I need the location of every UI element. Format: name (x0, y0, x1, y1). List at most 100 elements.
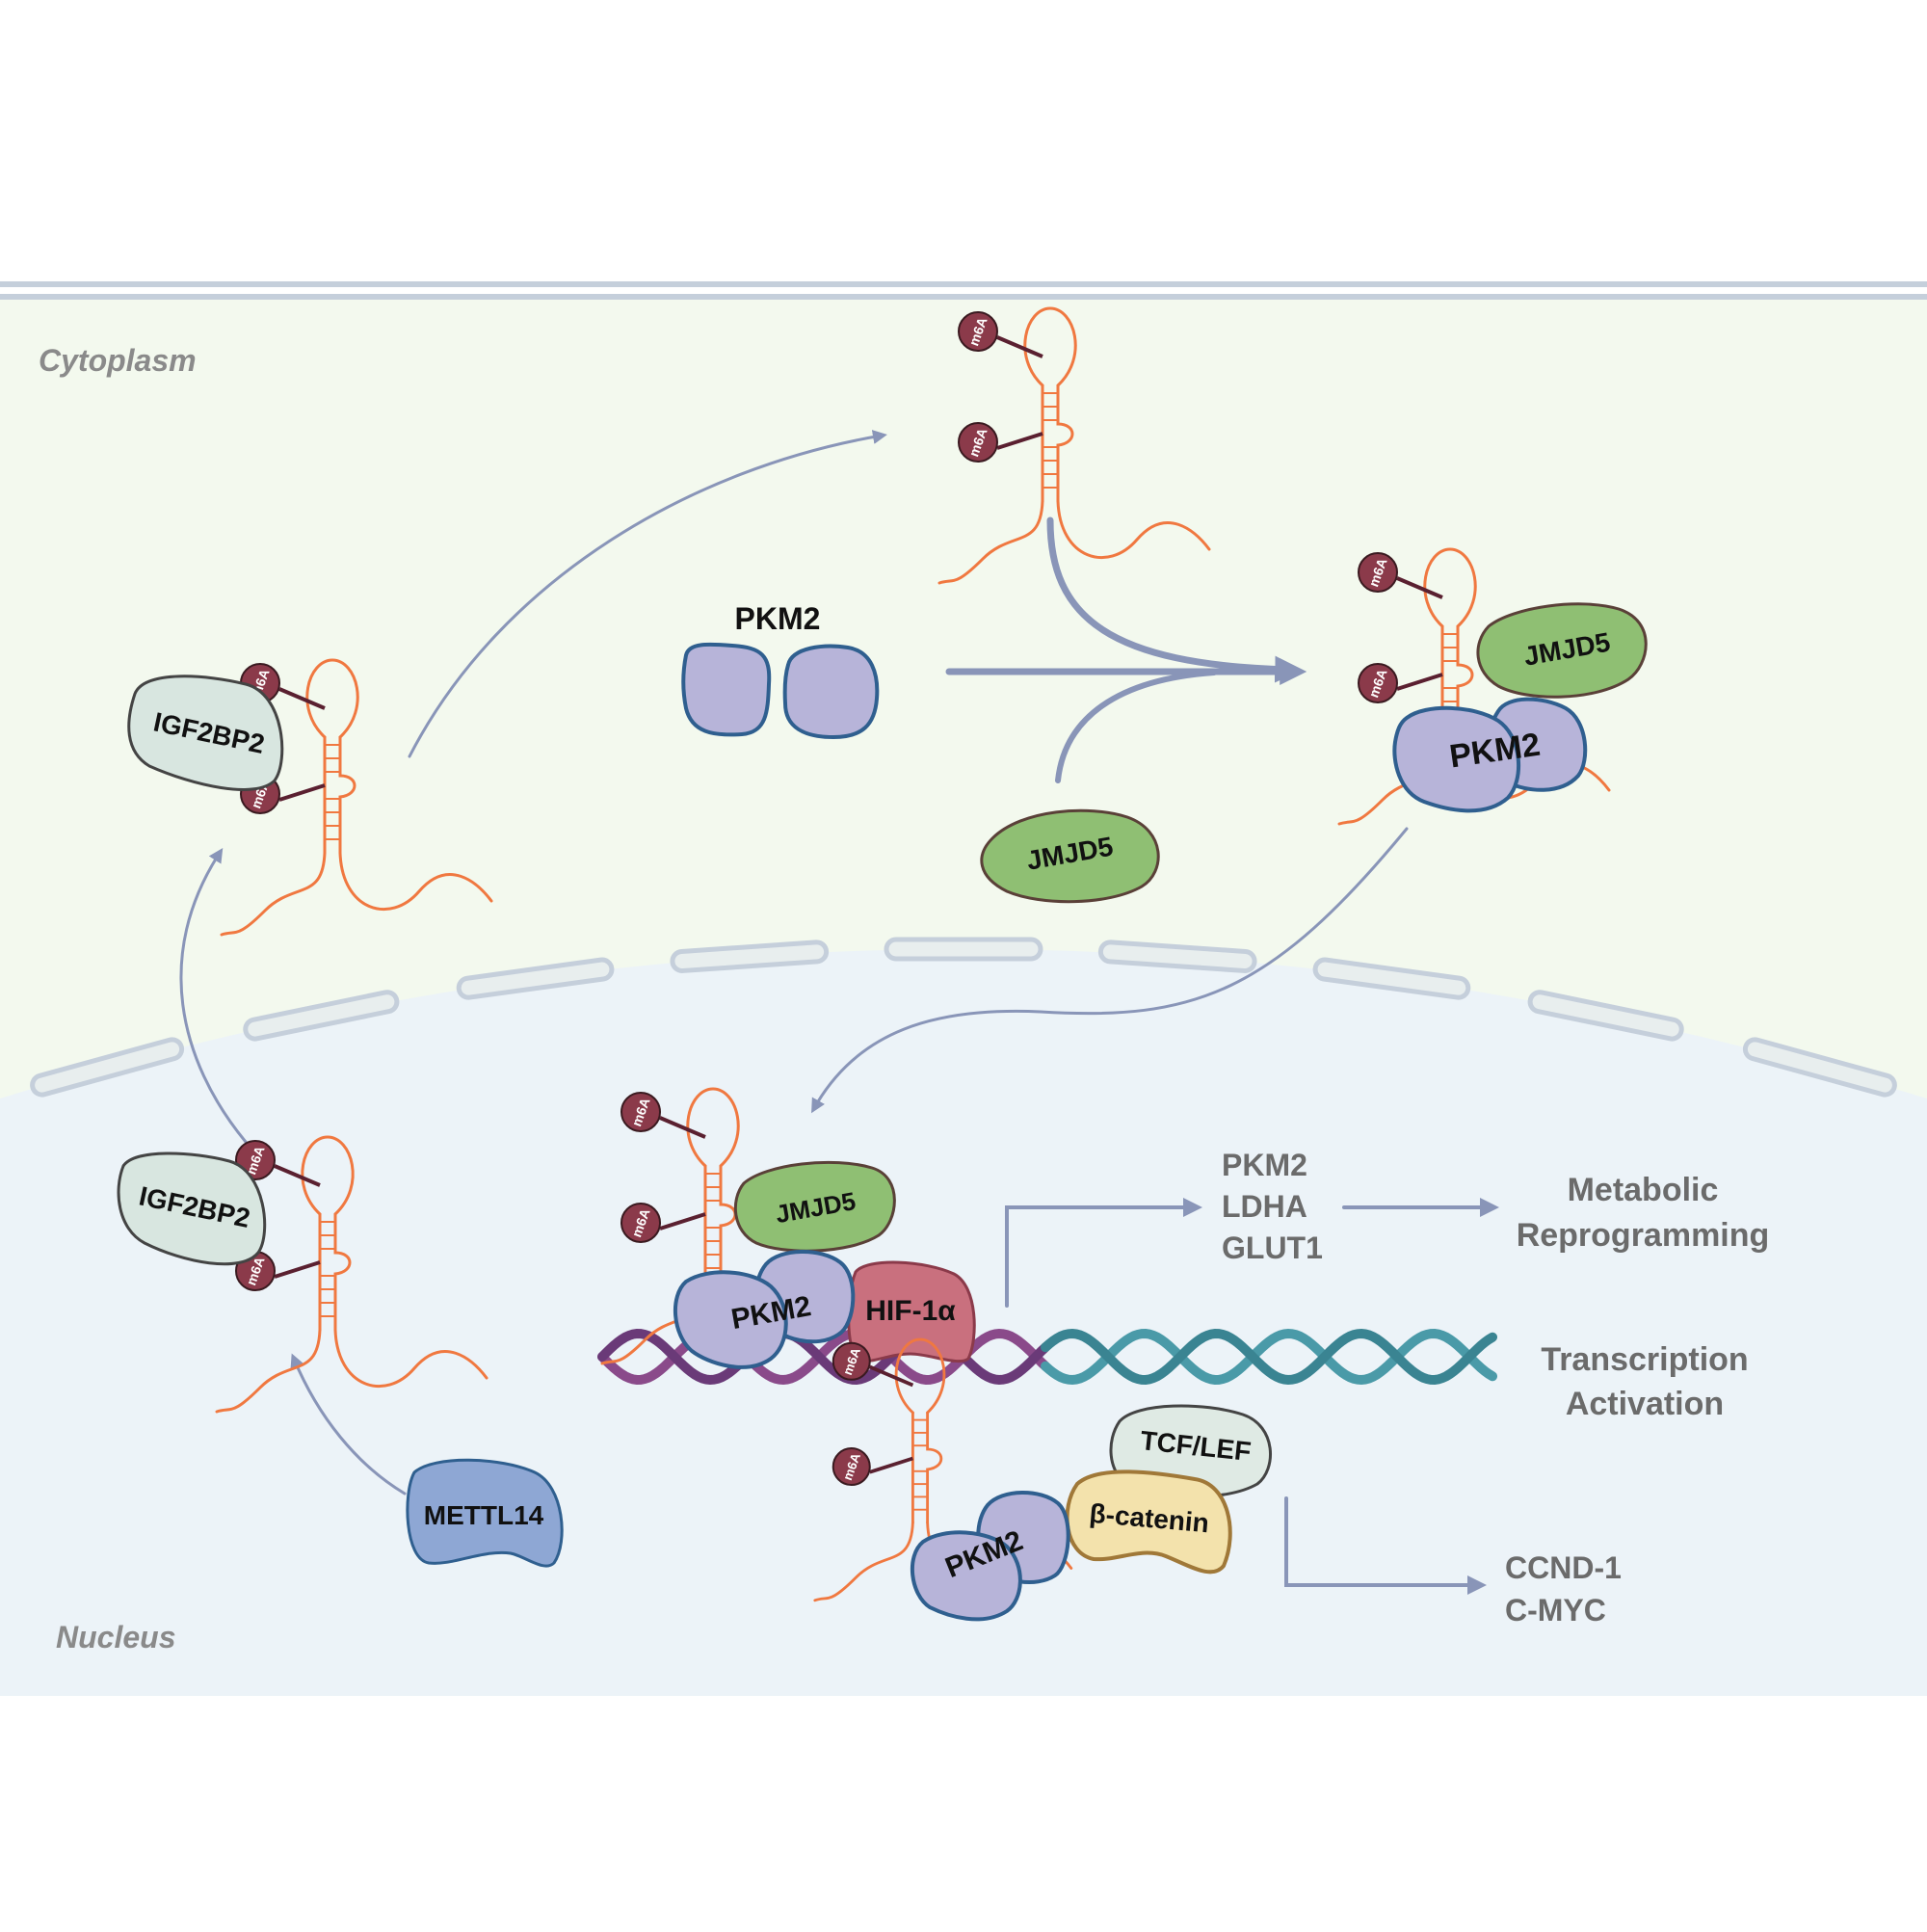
rna-stem-right (1456, 624, 1474, 744)
arrows (179, 430, 1499, 1595)
nucleus-label: Nucleus (56, 1620, 175, 1654)
hif-complex-pkm2-left (673, 1270, 788, 1369)
arrow-mettl14-to-rna (290, 1353, 407, 1495)
m6a-mark (958, 422, 998, 463)
m6a-linker (869, 1364, 914, 1388)
rna-tail-right (333, 1328, 488, 1388)
mettl14-label: METTL14 (424, 1500, 544, 1530)
rna-loop (1423, 547, 1477, 628)
complex-jmjd5 (1476, 602, 1648, 699)
nuclear-pore-segment (884, 937, 1043, 962)
m6a-linker (274, 1164, 321, 1187)
m6a-linker (274, 1260, 321, 1279)
dna-strand (597, 1328, 1050, 1386)
pkm2-dimer-group: PKM2 (681, 601, 880, 740)
rna-stem-right (1056, 384, 1074, 503)
nuclear-pore-segment (243, 990, 400, 1042)
rna-loop (301, 1135, 355, 1216)
rna-stem-right (926, 1411, 943, 1524)
jmjd5-free-group: JMJD5 (980, 808, 1160, 904)
pkm2-monomer-left (681, 642, 772, 737)
rna-loop (305, 658, 359, 739)
nuclear-pore-segment (1312, 957, 1471, 1000)
jmjd5-protein (980, 808, 1160, 904)
cytoplasm-label: Cytoplasm (39, 343, 197, 378)
arrow-nucleus-to-cytoplasm (179, 847, 248, 1144)
rna-tail-left (813, 1521, 914, 1602)
metabolic-line2: Reprogramming (1517, 1217, 1770, 1254)
nuclear-pore-segment (1742, 1037, 1897, 1098)
wnt-target-genes: CCND-1 C-MYC (1505, 1550, 1622, 1628)
transcription-activation-outcome: Transcription Activation (1541, 1341, 1748, 1422)
m6a-mark (1358, 663, 1398, 703)
m6a-linker (996, 335, 1043, 358)
metabolic-line1: Metabolic (1568, 1172, 1719, 1208)
beta-catenin-protein (1065, 1469, 1232, 1575)
gene-glut1: GLUT1 (1222, 1231, 1323, 1265)
nuclear-pore-segment (30, 1037, 185, 1098)
m6a-linker (659, 1212, 706, 1231)
hif1a-label: HIF-1α (865, 1295, 956, 1327)
arrow-igf2bp2-to-free-rna (408, 430, 887, 758)
rna-tail-left (220, 851, 327, 937)
hif-complex-jmjd5 (733, 1160, 896, 1253)
igf2bp2-protein (127, 675, 284, 791)
nuclear-pore-segment (1527, 990, 1684, 1042)
m6a-mark (832, 1341, 871, 1381)
nuclear-pore-segment (456, 957, 615, 1000)
rna-loop (894, 1337, 946, 1415)
arrow-complex-to-nucleus (811, 827, 1409, 1114)
arrow-tcf-to-targets (1284, 1496, 1487, 1595)
dna-strand (1041, 1328, 1497, 1386)
m6a-mark (1358, 552, 1398, 593)
dna-strand (1041, 1328, 1497, 1386)
mettl14-group: METTL14 (406, 1458, 564, 1568)
rna-stem-right (333, 1212, 352, 1332)
m6a-linker (1396, 576, 1443, 599)
m6a-linker (278, 783, 326, 802)
m6a-linker (996, 432, 1043, 450)
m6a-mark (620, 1203, 661, 1243)
rna-tail-right (338, 851, 493, 911)
arrow-hif-to-genes (1005, 1198, 1202, 1308)
nuclear-envelope (30, 937, 1897, 1098)
gene-cmyc: C-MYC (1505, 1593, 1606, 1628)
arrow-rna-to-complex (1046, 516, 1303, 683)
transcription-line2: Activation (1566, 1386, 1724, 1422)
nucleus-igf2bp2-protein (117, 1151, 267, 1266)
m6a-linker (1396, 673, 1443, 691)
m6a-mark (832, 1447, 871, 1487)
pkm2-monomer-right (782, 644, 880, 740)
rna-tail-right (1056, 499, 1211, 559)
gene-ldha: LDHA (1222, 1189, 1307, 1224)
rna-loop (1023, 306, 1077, 387)
pkm2-dimer-label: PKM2 (735, 601, 821, 636)
catenin-pkm2-left (910, 1530, 1022, 1622)
rna-stem-right (338, 735, 356, 855)
m6a-linker (278, 687, 326, 710)
cell-membrane (0, 281, 1927, 300)
rna-loop (686, 1087, 740, 1168)
complex-pkm2-left (1392, 705, 1521, 813)
nuclear-pore-segment (1097, 940, 1257, 973)
m6a-linker (659, 1116, 706, 1139)
metabolic-reprogramming-outcome: Metabolic Reprogramming (1517, 1172, 1770, 1254)
m6a-mark (958, 311, 998, 352)
gene-pkm2: PKM2 (1222, 1148, 1307, 1182)
m6a-linker (869, 1456, 913, 1474)
rna-tail-left (937, 499, 1044, 585)
nuclear-pore-segment (670, 940, 830, 973)
rna-tail-left (215, 1328, 322, 1414)
metabolic-genes: PKM2 LDHA GLUT1 (1222, 1148, 1323, 1265)
m6a-mark (620, 1092, 661, 1132)
transcription-line1: Transcription (1541, 1341, 1748, 1378)
